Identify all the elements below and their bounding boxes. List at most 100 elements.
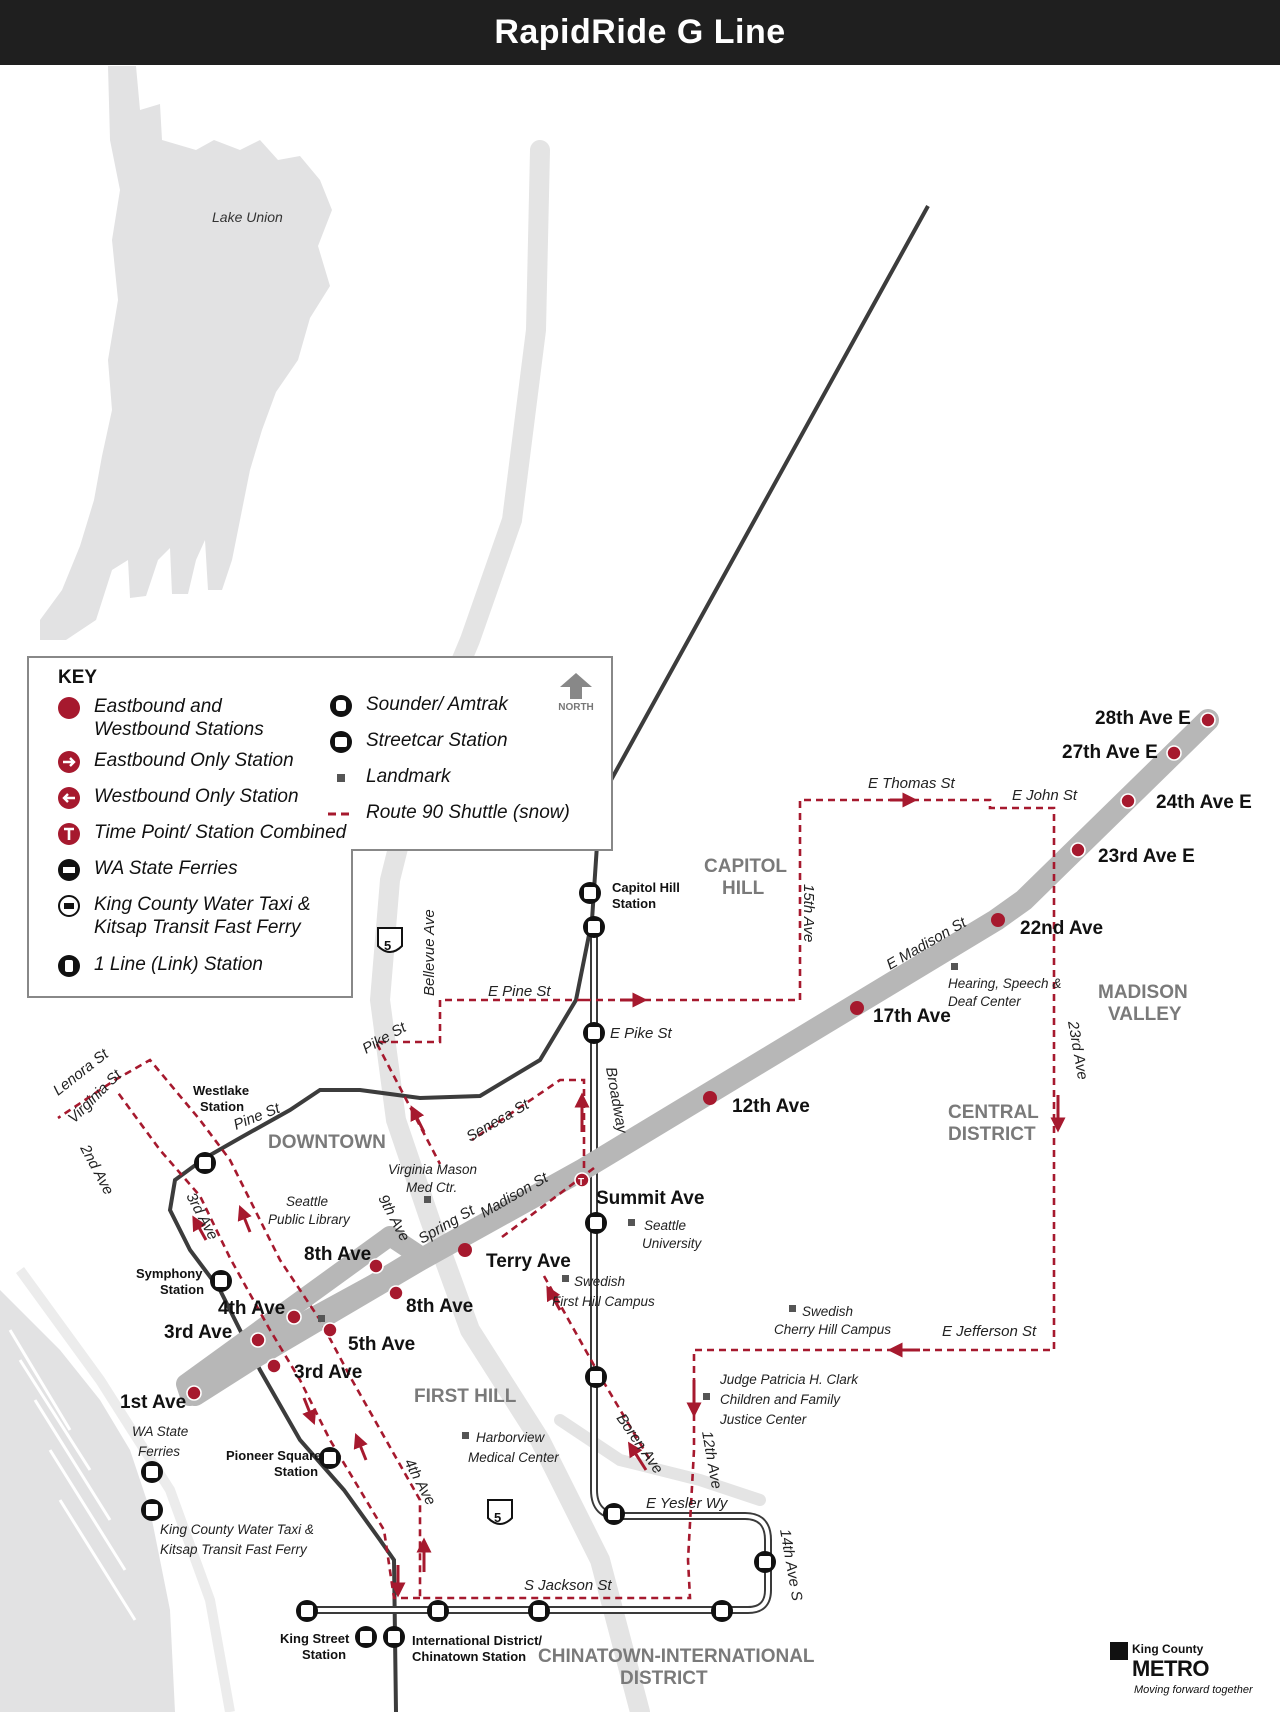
svg-text:14th Ave S: 14th Ave S [776,1528,805,1602]
lake-union-water [40,66,332,640]
map-title: RapidRide G Line [494,13,786,51]
svg-text:T: T [578,1177,584,1188]
svg-text:E Yesler Wy: E Yesler Wy [646,1495,729,1512]
rail-station-labels: Capitol Hill Station Westlake Station Sy… [136,880,680,1664]
svg-text:CHINATOWN-INTERNATIONAL: CHINATOWN-INTERNATIONAL [538,1646,815,1667]
highway-i5 [369,140,650,1712]
svg-text:1st Ave: 1st Ave [120,1392,186,1413]
svg-text:E Pike St: E Pike St [610,1025,673,1042]
key-item-timepoint: Time Point/ Station Combined [56,821,346,847]
svg-text:Chinatown Station: Chinatown Station [412,1649,526,1664]
svg-text:24th Ave E: 24th Ave E [1156,792,1252,813]
shuttle-direction-arrows [192,792,1066,1598]
map-header: RapidRide G Line [0,0,1280,65]
key-title: KEY [58,667,98,688]
svg-text:CENTRAL: CENTRAL [948,1102,1039,1123]
key-item-ferries: WA State Ferries [56,857,238,883]
svg-text:DISTRICT: DISTRICT [948,1124,1036,1145]
key-item-sounder: Sounder/ Amtrak [328,693,508,719]
svg-text:Broadway: Broadway [602,1066,631,1136]
key-item-eastbound: Eastbound Only Station [56,749,294,775]
svg-text:King County Water Taxi &: King County Water Taxi & [160,1522,314,1537]
rapidride-g-downtown-loop [176,1226,430,1406]
svg-text:Ferries: Ferries [138,1444,180,1459]
landmark-icon [328,765,354,791]
svg-text:Seneca St: Seneca St [464,1096,533,1146]
svg-text:23rd Ave E: 23rd Ave E [1098,846,1195,867]
svg-text:Kitsap Transit Fast Ferry: Kitsap Transit Fast Ferry [160,1542,308,1557]
lake-union-label: Lake Union [212,209,283,225]
svg-text:E Thomas St: E Thomas St [868,775,956,792]
svg-text:4th Ave: 4th Ave [400,1456,439,1508]
svg-text:8th Ave: 8th Ave [406,1296,473,1317]
svg-text:4th Ave: 4th Ave [218,1298,285,1319]
svg-text:WA State: WA State [132,1424,188,1439]
svg-text:Terry Ave: Terry Ave [486,1251,571,1272]
ferry-icon [56,857,82,883]
key-item-water-taxi: King County Water Taxi &Kitsap Transit F… [56,893,311,939]
svg-text:Station: Station [160,1282,204,1297]
timepoint-icon [56,821,82,847]
svg-text:8th Ave: 8th Ave [304,1244,371,1265]
svg-text:22nd Ave: 22nd Ave [1020,918,1103,939]
svg-text:17th Ave: 17th Ave [873,1006,951,1027]
svg-text:Station: Station [200,1099,244,1114]
svg-text:International District/: International District/ [412,1633,542,1648]
svg-text:CAPITOL: CAPITOL [704,856,787,877]
timepoint-summit [574,1172,590,1188]
svg-text:Cherry Hill Campus: Cherry Hill Campus [774,1322,891,1337]
svg-text:27th Ave E: 27th Ave E [1062,742,1158,763]
streetcar-icon [328,729,354,755]
link-station-icon [56,953,82,979]
svg-text:Judge Patricia H. Clark: Judge Patricia H. Clark [719,1372,859,1387]
svg-text:E Jefferson St: E Jefferson St [942,1323,1037,1340]
svg-text:MADISON: MADISON [1098,982,1188,1003]
svg-text:DOWNTOWN: DOWNTOWN [268,1132,386,1153]
key-item-shuttle: Route 90 Shuttle (snow) [328,801,570,827]
svg-text:Deaf Center: Deaf Center [948,994,1021,1009]
svg-text:15th Ave: 15th Ave [800,884,817,942]
water-taxi-icon [56,893,82,919]
svg-text:VALLEY: VALLEY [1108,1004,1182,1025]
svg-text:Station: Station [274,1464,318,1479]
dot-icon [56,695,82,721]
svg-text:First Hill Campus: First Hill Campus [552,1294,655,1309]
neighborhood-labels: CAPITOL HILL MADISON VALLEY CENTRAL DIST… [268,856,1188,1689]
svg-text:Swedish: Swedish [802,1304,853,1319]
key-item-westbound: Westbound Only Station [56,785,299,811]
svg-text:Hearing, Speech &: Hearing, Speech & [948,976,1061,991]
svg-text:FIRST HILL: FIRST HILL [414,1386,517,1407]
svg-text:E John St: E John St [1012,787,1078,804]
svg-text:Station: Station [612,896,656,911]
king-county-metro-logo: King County METRO Moving forward togethe… [1110,1640,1260,1702]
svg-text:Symphony: Symphony [136,1266,203,1281]
svg-text:Seattle: Seattle [286,1194,328,1209]
svg-text:King Street: King Street [280,1631,350,1646]
svg-text:Seattle: Seattle [644,1218,686,1233]
highway-sr99 [15,1267,235,1712]
king-county-logo-icon [1110,1642,1128,1660]
pier-lines [8,1329,137,1621]
svg-text:5: 5 [494,1510,501,1525]
arrow-right-icon [56,749,82,775]
svg-text:S Jackson St: S Jackson St [524,1577,612,1594]
north-arrow-icon [560,673,592,699]
svg-text:28th Ave E: 28th Ave E [1095,708,1191,729]
svg-text:Swedish: Swedish [574,1274,625,1289]
svg-text:Harborview: Harborview [476,1430,546,1445]
svg-text:Med Ctr.: Med Ctr. [406,1180,457,1195]
svg-text:University: University [642,1236,703,1251]
key-item-link: 1 Line (Link) Station [56,953,263,979]
svg-text:Medical Center: Medical Center [468,1450,559,1465]
svg-text:Virginia Mason: Virginia Mason [388,1162,477,1177]
svg-text:Capitol Hill: Capitol Hill [612,880,680,895]
train-icon [328,693,354,719]
i5-shield-south: 5 [487,1499,513,1525]
svg-text:3rd Ave: 3rd Ave [294,1362,362,1383]
svg-text:HILL: HILL [722,878,765,899]
svg-text:Justice Center: Justice Center [719,1412,807,1427]
svg-text:Pioneer Square: Pioneer Square [226,1448,321,1463]
